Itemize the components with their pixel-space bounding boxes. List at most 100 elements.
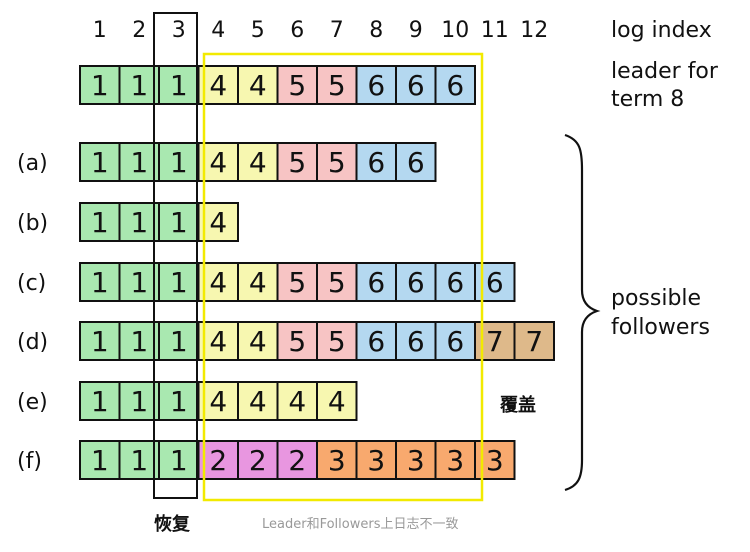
recover-box <box>153 12 198 499</box>
log-entry-term: 4 <box>209 146 227 179</box>
log-entry-term: 4 <box>209 206 227 239</box>
row-label: (e) <box>17 390 48 415</box>
log-entry-term: 4 <box>288 385 306 418</box>
log-entry-term: 3 <box>328 444 346 477</box>
log-entry-term: 6 <box>367 266 385 299</box>
log-entry-cell <box>118 440 160 480</box>
log-entry-term: 4 <box>249 266 267 299</box>
log-entry-term: 5 <box>328 69 346 102</box>
log-entry-term: 1 <box>170 444 188 477</box>
row-label: (d) <box>17 330 48 355</box>
log-entry-term: 1 <box>170 266 188 299</box>
log-entry-term: 4 <box>249 146 267 179</box>
log-entry-term: 6 <box>367 146 385 179</box>
log-entry-term: 1 <box>91 385 109 418</box>
log-entry-term: 1 <box>91 325 109 358</box>
log-entry-term: 7 <box>525 325 543 358</box>
log-entry-term: 1 <box>170 206 188 239</box>
log-entry-term: 1 <box>170 385 188 418</box>
log-entry-term: 1 <box>91 206 109 239</box>
log-entry-cell <box>355 65 397 105</box>
row-label: (c) <box>17 271 46 296</box>
followers-brace <box>564 133 601 492</box>
log-entry-cell <box>395 65 437 105</box>
overwrite-label: 覆盖 <box>500 394 536 416</box>
log-entry-term: 1 <box>170 69 188 102</box>
log-entry-term: 3 <box>407 444 425 477</box>
log-entry-cell <box>79 321 121 361</box>
log-entry-term: 6 <box>407 325 425 358</box>
log-entry-term: 6 <box>407 69 425 102</box>
leader-label-line1: leader for <box>611 59 719 84</box>
row-label: (f) <box>17 449 42 474</box>
log-entry-term: 5 <box>288 325 306 358</box>
log-entry-term: 4 <box>249 325 267 358</box>
log-entry-term: 1 <box>91 444 109 477</box>
log-entry-term: 6 <box>407 266 425 299</box>
log-entry-cell <box>513 321 555 361</box>
log-entry-term: 4 <box>209 266 227 299</box>
log-entry-term: 1 <box>170 146 188 179</box>
log-entry-term: 3 <box>446 444 464 477</box>
log-index-2: 2 <box>132 18 146 43</box>
log-entry-term: 2 <box>209 444 227 477</box>
log-entry-cell <box>237 381 279 421</box>
log-entry-cell <box>316 65 358 105</box>
log-entry-cell <box>79 262 121 302</box>
log-entry-term: 5 <box>288 69 306 102</box>
log-entry-cell <box>434 440 476 480</box>
log-entry-cell <box>158 381 200 421</box>
log-entry-cell <box>118 142 160 182</box>
log-index-label: log index <box>611 18 712 43</box>
log-entry-term: 4 <box>249 69 267 102</box>
log-entry-cell <box>237 440 279 480</box>
log-entry-cell <box>158 65 200 105</box>
log-entry-cell <box>316 262 358 302</box>
log-index-3: 3 <box>172 18 186 43</box>
log-entry-term: 5 <box>288 146 306 179</box>
log-entry-term: 6 <box>407 146 425 179</box>
log-index-6: 6 <box>290 18 304 43</box>
log-entry-term: 4 <box>209 69 227 102</box>
log-entry-cell <box>434 65 476 105</box>
log-index-1: 1 <box>93 18 107 43</box>
log-index-12: 12 <box>520 18 548 43</box>
log-entry-term: 1 <box>130 385 148 418</box>
leader-label-line2: term 8 <box>611 87 684 112</box>
log-entry-term: 1 <box>130 206 148 239</box>
log-entry-term: 6 <box>367 325 385 358</box>
log-entry-term: 4 <box>249 385 267 418</box>
log-entry-term: 1 <box>130 69 148 102</box>
log-entry-term: 6 <box>367 69 385 102</box>
log-entry-cell <box>118 65 160 105</box>
log-entry-cell <box>316 381 358 421</box>
log-entry-term: 1 <box>130 146 148 179</box>
log-entry-cell <box>158 262 200 302</box>
log-index-4: 4 <box>211 18 225 43</box>
log-entry-term: 4 <box>209 325 227 358</box>
log-index-11: 11 <box>481 18 509 43</box>
log-entry-cell <box>316 440 358 480</box>
log-index-8: 8 <box>369 18 383 43</box>
recover-label: 恢复 <box>154 513 191 535</box>
row-label: (b) <box>17 211 48 236</box>
log-entry-cell <box>79 440 121 480</box>
log-entry-cell <box>158 202 200 242</box>
log-entry-cell <box>118 321 160 361</box>
log-index-10: 10 <box>441 18 469 43</box>
log-entry-cell <box>237 65 279 105</box>
log-entry-cell <box>276 142 318 182</box>
log-entry-term: 3 <box>486 444 504 477</box>
log-entry-cell <box>316 142 358 182</box>
log-entry-term: 4 <box>209 385 227 418</box>
log-entry-term: 6 <box>446 266 464 299</box>
followers-label: followers <box>611 315 710 340</box>
